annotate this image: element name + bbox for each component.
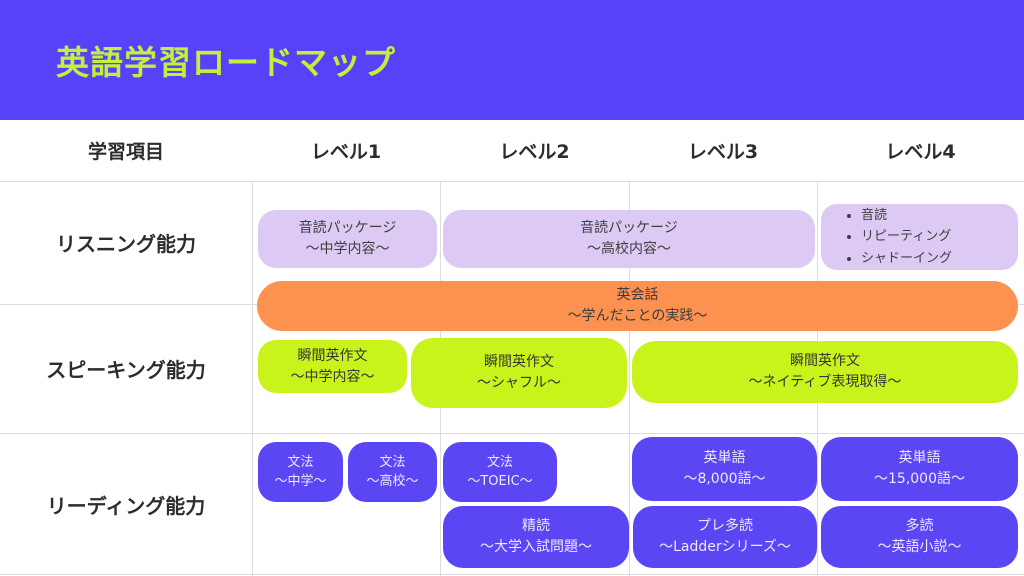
box-tango-8000: 英単語 〜8,000語〜 bbox=[632, 437, 817, 501]
box-line: 瞬間英作文 bbox=[484, 354, 554, 370]
box-sakubun-junior: 瞬間英作文 〜中学内容〜 bbox=[258, 340, 407, 393]
grid-vline-3 bbox=[629, 181, 630, 576]
box-sakubun-shuffle: 瞬間英作文 〜シャフル〜 bbox=[411, 338, 627, 408]
column-header-level1: レベル1 bbox=[310, 141, 382, 163]
box-eikaiwa: 英会話 〜学んだことの実践〜 bbox=[257, 281, 1018, 331]
box-line: 文法 bbox=[486, 454, 513, 470]
box-line: 〜中学〜 bbox=[274, 474, 327, 489]
box-line: 文法 bbox=[287, 454, 314, 470]
box-line: 〜高校〜 bbox=[366, 474, 419, 489]
box-line: 〜Ladderシリーズ〜 bbox=[659, 539, 791, 555]
box-line: 〜高校内容〜 bbox=[587, 241, 671, 257]
box-pre-tadoku: プレ多読 〜Ladderシリーズ〜 bbox=[633, 506, 817, 568]
box-line: 〜ネイティブ表現取得〜 bbox=[748, 374, 902, 390]
list-item: リピーティング bbox=[861, 226, 952, 247]
box-line: 〜TOEIC〜 bbox=[467, 474, 533, 489]
listening-level4-list: 音読 リピーティング シャドーイング bbox=[835, 205, 952, 269]
row-label-listening: リスニング能力 bbox=[56, 232, 196, 256]
box-tango-15000: 英単語 〜15,000語〜 bbox=[821, 437, 1018, 501]
box-line: 英単語 bbox=[703, 450, 746, 466]
box-line: 精読 bbox=[522, 518, 550, 534]
box-line: 〜8,000語〜 bbox=[683, 471, 766, 487]
box-line: 〜学んだことの実践〜 bbox=[567, 308, 708, 324]
box-line: 瞬間英作文 bbox=[790, 353, 860, 369]
box-line: 文法 bbox=[379, 454, 406, 470]
box-line: プレ多読 bbox=[697, 518, 753, 534]
box-tadoku: 多読 〜英語小説〜 bbox=[821, 506, 1018, 568]
box-line: 〜中学内容〜 bbox=[305, 241, 390, 257]
box-line: 〜英語小説〜 bbox=[877, 539, 962, 555]
list-item: シャドーイング bbox=[861, 248, 952, 269]
box-line: 〜15,000語〜 bbox=[874, 471, 965, 487]
box-bunpo-junior: 文法 〜中学〜 bbox=[258, 442, 343, 502]
grid-hline-1 bbox=[0, 181, 1024, 182]
row-label-speaking: スピーキング能力 bbox=[46, 358, 206, 382]
list-item: 音読 bbox=[861, 205, 952, 226]
box-line: 音読パッケージ bbox=[580, 220, 678, 236]
column-header-level2: レベル2 bbox=[499, 141, 570, 163]
box-seidoku: 精読 〜大学入試問題〜 bbox=[443, 506, 629, 568]
box-line: 〜大学入試問題〜 bbox=[480, 539, 592, 555]
box-line: 瞬間英作文 bbox=[297, 347, 368, 364]
box-listening-level4: 音読 リピーティング シャドーイング bbox=[821, 204, 1018, 270]
box-bunpo-toeic: 文法 〜TOEIC〜 bbox=[443, 442, 557, 502]
row-label-reading: リーディング能力 bbox=[46, 494, 206, 518]
box-line: 英会話 bbox=[616, 287, 659, 303]
box-line: 〜中学内容〜 bbox=[290, 368, 375, 385]
column-header-level3: レベル3 bbox=[687, 141, 759, 163]
box-line: 〜シャフル〜 bbox=[477, 375, 561, 391]
box-line: 英単語 bbox=[898, 450, 941, 466]
grid-hline-4 bbox=[0, 574, 1024, 575]
box-line: 多読 bbox=[905, 518, 934, 534]
header-band bbox=[0, 0, 1024, 120]
box-sakubun-native: 瞬間英作文 〜ネイティブ表現取得〜 bbox=[632, 341, 1018, 403]
box-ondoku-package-senior: 音読パッケージ 〜高校内容〜 bbox=[443, 210, 815, 268]
grid-hline-3 bbox=[0, 433, 1024, 434]
column-header-level4: レベル4 bbox=[885, 141, 956, 163]
page-title: 英語学習ロードマップ bbox=[56, 43, 396, 82]
grid-vline-1 bbox=[252, 181, 253, 576]
column-header-items: 学習項目 bbox=[87, 141, 164, 163]
box-ondoku-package-junior: 音読パッケージ 〜中学内容〜 bbox=[258, 210, 437, 268]
box-line: 音読パッケージ bbox=[298, 220, 397, 236]
box-bunpo-senior: 文法 〜高校〜 bbox=[348, 442, 437, 502]
